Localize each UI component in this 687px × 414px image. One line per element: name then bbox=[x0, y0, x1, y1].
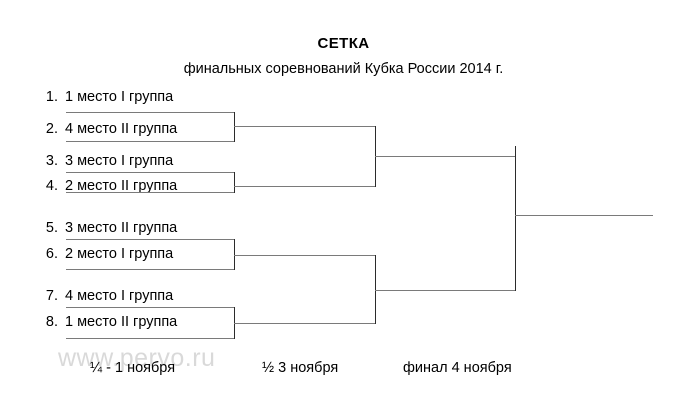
seed-number: 6. bbox=[45, 246, 58, 262]
qf4-output-line bbox=[234, 323, 376, 324]
qf1-box-top-line bbox=[66, 112, 235, 113]
qf1-output-line bbox=[234, 126, 376, 127]
seed-label: 3 место I группа bbox=[65, 153, 174, 169]
seed-row-5: 5. 3 место II группа bbox=[32, 217, 242, 239]
qf2-box-right-edge bbox=[234, 172, 235, 193]
final-connector-vertical bbox=[515, 146, 516, 291]
sf2-connector-vertical bbox=[375, 255, 376, 324]
seed-row-4: 4. 2 место II группа bbox=[32, 175, 242, 197]
round-label-semifinal: ½ 3 ноября bbox=[262, 360, 339, 376]
qf1-box-right-edge bbox=[234, 112, 235, 142]
qf4-box-bottom-line bbox=[66, 338, 235, 339]
qf3-output-line bbox=[234, 255, 376, 256]
qf1-box-bottom-line bbox=[66, 141, 235, 142]
page-title: СЕТКА bbox=[317, 35, 370, 52]
qf3-box-right-edge bbox=[234, 239, 235, 270]
qf2-output-line bbox=[234, 186, 376, 187]
seed-label: 2 место II группа bbox=[65, 178, 178, 194]
qf4-box-top-line bbox=[66, 307, 235, 308]
sf2-output-line bbox=[375, 290, 516, 291]
seed-number: 1. bbox=[45, 89, 58, 105]
seed-number: 3. bbox=[45, 153, 58, 169]
seed-row-2: 2. 4 место II группа bbox=[32, 118, 242, 140]
sf1-output-line bbox=[375, 156, 516, 157]
qf2-box-bottom-line bbox=[66, 192, 235, 193]
seed-number: 4. bbox=[45, 178, 58, 194]
watermark: www.pervo.ru bbox=[58, 344, 216, 372]
seed-number: 2. bbox=[45, 121, 58, 137]
qf2-box-top-line bbox=[66, 172, 235, 173]
seed-number: 7. bbox=[45, 288, 58, 304]
seed-label: 2 место I группа bbox=[65, 246, 174, 262]
qf3-box-bottom-line bbox=[66, 269, 235, 270]
seed-row-7: 7. 4 место I группа bbox=[32, 285, 242, 307]
seed-row-8: 8. 1 место II группа bbox=[32, 311, 242, 333]
seed-number: 5. bbox=[45, 220, 58, 236]
seed-label: 4 место II группа bbox=[65, 121, 178, 137]
seed-row-6: 6. 2 место I группа bbox=[32, 243, 242, 265]
qf3-box-top-line bbox=[66, 239, 235, 240]
seed-label: 4 место I группа bbox=[65, 288, 174, 304]
round-label-quarterfinal: ¼ - 1 ноября bbox=[90, 360, 176, 376]
seed-row-3: 3. 3 место I группа bbox=[32, 150, 242, 172]
seed-label: 1 место I группа bbox=[65, 89, 174, 105]
seed-label: 3 место II группа bbox=[65, 220, 178, 236]
round-label-final: финал 4 ноября bbox=[403, 360, 512, 376]
final-output-line bbox=[515, 215, 653, 216]
seed-number: 8. bbox=[45, 314, 58, 330]
seed-row-1: 1. 1 место I группа bbox=[32, 86, 242, 108]
seed-label: 1 место II группа bbox=[65, 314, 178, 330]
page-subtitle: финальных соревнований Кубка России 2014… bbox=[183, 61, 504, 77]
